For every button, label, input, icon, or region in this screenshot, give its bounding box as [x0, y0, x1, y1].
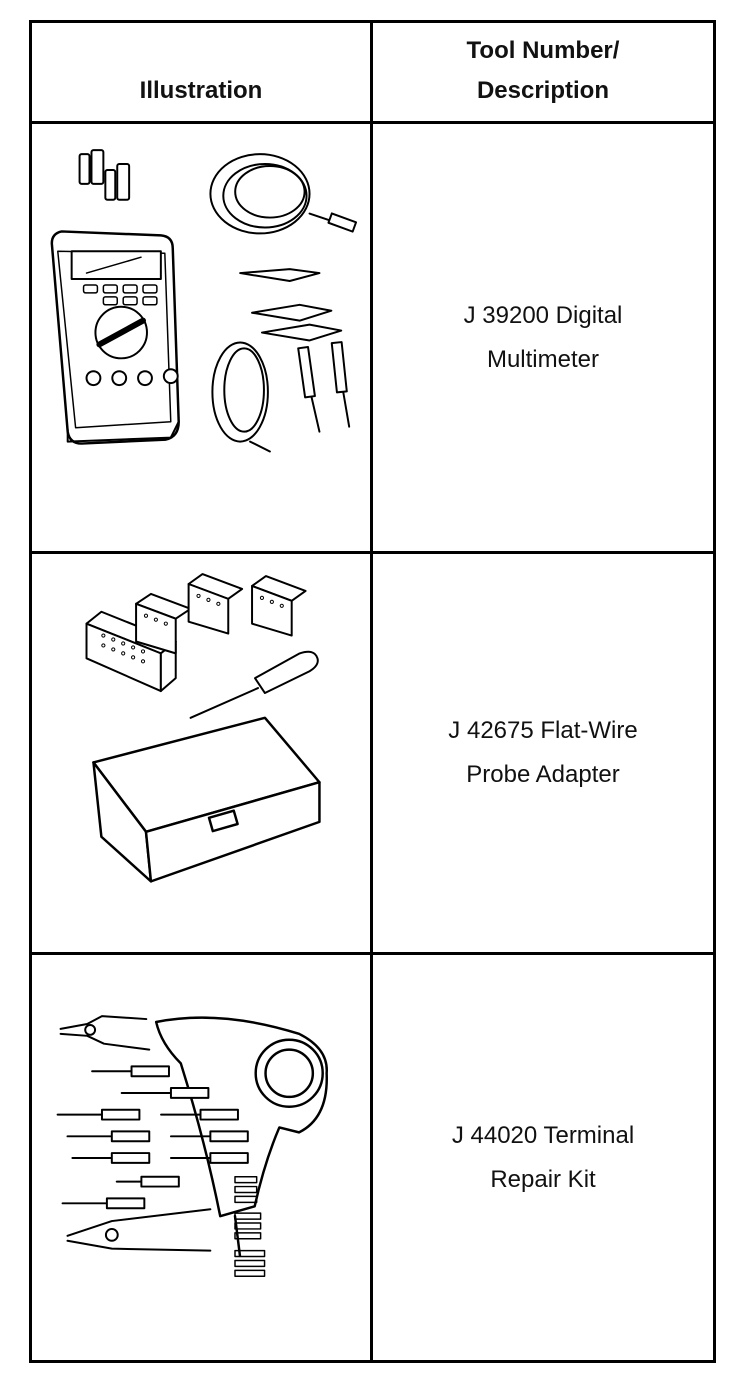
illustration-cell-terminal-repair-kit: [32, 955, 373, 1360]
illustration-cell-multimeter: [32, 124, 373, 554]
probe-adapter-illustration: [85, 573, 321, 883]
illustration-cell-probe-adapter: [32, 554, 373, 955]
terminal-repair-kit-illustration: [56, 1015, 328, 1277]
digital-multimeter-illustration: [50, 149, 358, 453]
tool-table: Illustration Tool Number/ Description: [29, 20, 716, 1363]
description-multimeter: J 39200 Digital Multimeter: [373, 124, 713, 554]
description-terminal-repair-kit: J 44020 Terminal Repair Kit: [451, 1121, 635, 1193]
description-probe-adapter: J 42675 Flat-Wire Probe Adapter: [373, 554, 713, 955]
header-tool-number: Tool Number/ Description: [373, 23, 713, 124]
header-illustration: Illustration: [32, 23, 373, 124]
